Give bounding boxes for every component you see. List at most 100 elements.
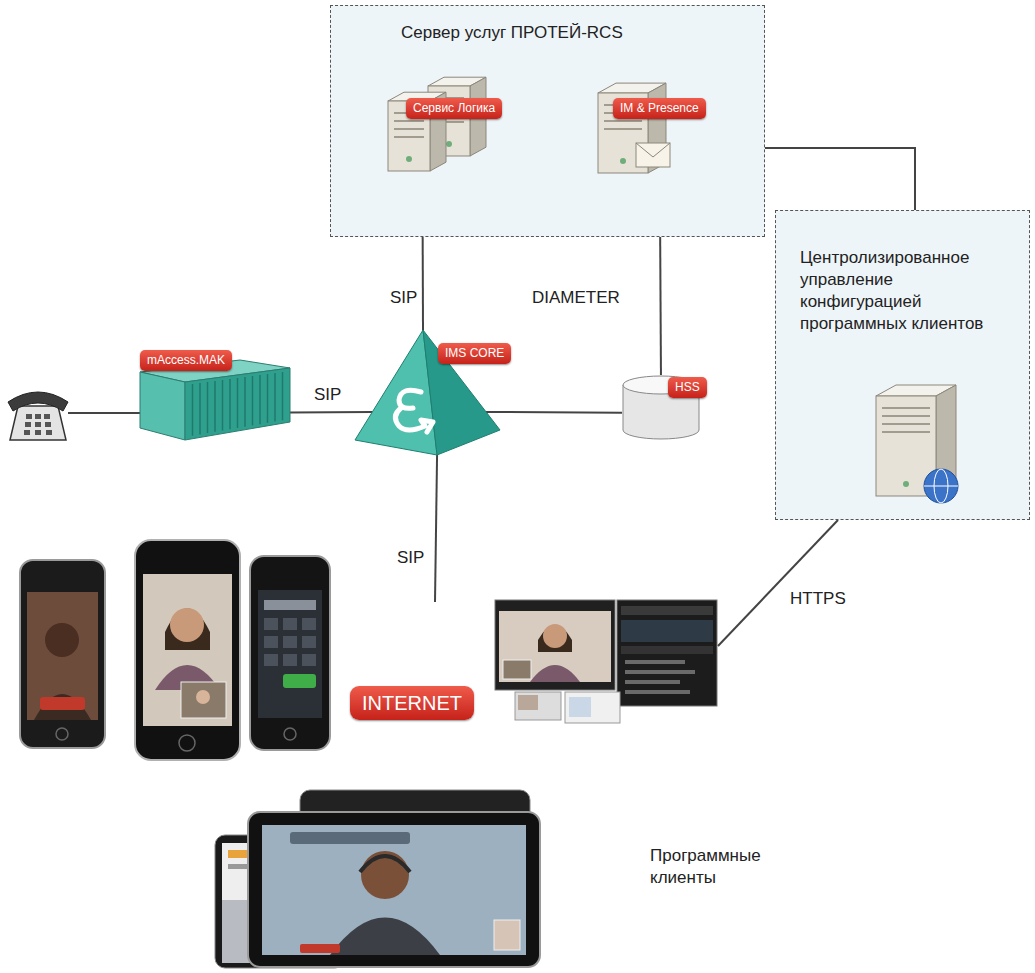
telephone-icon — [8, 392, 68, 411]
server-icon-shape — [620, 158, 626, 164]
telephone-icon — [10, 406, 66, 440]
server-icon-shape — [434, 105, 464, 107]
telephone-icon — [44, 414, 50, 419]
access-gateway-shape — [267, 374, 269, 423]
smartphone-illustration — [34, 694, 91, 720]
internet-cloud-shape — [157, 602, 713, 798]
desktop-client-illustration — [515, 692, 561, 720]
ims-core-shape — [395, 390, 433, 432]
label-holder: Программные клиенты — [650, 845, 785, 889]
server-icon-shape — [406, 156, 412, 162]
edge-label-holder: SIP — [312, 385, 343, 405]
internet-cloud: INTERNET — [155, 600, 715, 800]
access-gateway-shape — [185, 368, 290, 440]
desktop-client-illustration — [569, 697, 591, 717]
smartphone-illustration — [302, 618, 316, 630]
tablet-illustration — [494, 920, 520, 950]
server-icon: Сервис Логика — [366, 66, 501, 181]
tablet-illustration — [361, 851, 409, 899]
desktop-client-illustration — [625, 690, 690, 694]
server-icon-shape — [604, 104, 642, 106]
server-icon-shape — [636, 143, 670, 157]
note-label: Программные клиенты — [650, 845, 785, 889]
server-icon-shape — [394, 120, 424, 122]
access-gateway-shape — [252, 376, 254, 425]
hss-database-shape — [623, 376, 699, 394]
smartphone-illustration — [135, 540, 240, 760]
access-gateway-shape — [259, 375, 261, 424]
server-icon-shape — [636, 143, 670, 167]
smartphone-illustration — [264, 654, 278, 666]
access-gateway-shape — [199, 383, 201, 434]
telephone-icon — [35, 430, 41, 435]
telephone-icon — [35, 414, 41, 419]
desktop-client-illustration — [503, 660, 531, 679]
server-icon-shape — [604, 128, 642, 130]
tablet-illustration — [330, 918, 440, 956]
server-icon-shape — [598, 83, 670, 173]
server-icon-shape — [434, 97, 464, 99]
server-icon-shape — [604, 112, 642, 114]
panel-title: Центролизированное управление конфигурац… — [800, 247, 1000, 335]
server-icon-shape — [430, 92, 446, 171]
access-gateway-shape — [282, 372, 284, 420]
server-icon-shape — [394, 112, 424, 114]
tag-label: IMS CORE — [438, 343, 511, 364]
smartphone-illustration — [170, 608, 204, 642]
desktop-client-illustration — [625, 670, 695, 674]
desktop-client-illustration — [495, 600, 615, 690]
access-gateway-shape — [229, 379, 231, 429]
edge-label-holder: DIAMETER — [530, 288, 622, 308]
smartphone-illustration — [283, 636, 297, 648]
smartphone-illustration — [264, 618, 278, 630]
hss-database: HSS — [622, 375, 708, 440]
desktop-client-illustration — [621, 606, 713, 615]
smartphone-illustration — [40, 697, 85, 710]
smartphone-illustration — [196, 690, 210, 704]
connector-line — [290, 411, 372, 414]
tag-label: mAccess.MAK — [140, 350, 232, 371]
access-gateway-shape — [140, 360, 290, 440]
config-panel-shape — [882, 431, 930, 433]
tablet-illustration — [360, 856, 410, 872]
https-link-line — [718, 520, 838, 646]
telephone-icon — [24, 430, 30, 435]
access-gateway-shape — [214, 381, 216, 432]
tablet-illustration — [262, 825, 526, 955]
access-gateway-shape — [207, 382, 209, 433]
access-gateway-shape — [244, 377, 246, 427]
protocol-label: SIP — [312, 385, 343, 405]
smartphone-illustration — [302, 636, 316, 648]
server-icon-shape — [394, 128, 424, 130]
smartphone-illustration — [283, 618, 297, 630]
access-gateway-shape — [192, 384, 194, 436]
note-label: HTTPS — [790, 588, 846, 610]
smartphone-illustration — [179, 735, 195, 751]
smartphone-illustration — [45, 623, 79, 657]
ims-core: IMS CORE — [355, 330, 500, 455]
smartphone-illustration — [283, 674, 316, 688]
protocol-label: DIAMETER — [530, 288, 622, 308]
smartphone-illustration — [250, 556, 330, 750]
desktop-client-illustration — [499, 611, 611, 682]
smartphone-illustration — [264, 636, 278, 648]
smartphone-illustration — [165, 609, 210, 651]
smartphone-illustration — [283, 654, 297, 666]
connector-line — [422, 237, 424, 330]
tablet-illustration — [290, 832, 410, 844]
protocol-label: SIP — [388, 288, 419, 308]
server-icon-shape — [446, 141, 452, 147]
hss-database-shape — [623, 376, 699, 439]
server-icon-shape — [586, 71, 696, 181]
desktop-client-illustration — [621, 646, 713, 654]
server-icon-shape — [434, 113, 464, 115]
ims-core-shape — [423, 330, 500, 455]
tablet-illustration — [215, 790, 540, 968]
telephone-icon — [35, 422, 41, 427]
smartphone-illustration — [143, 574, 232, 726]
tag-label: INTERNET — [350, 686, 474, 720]
desktop-client-illustration — [530, 665, 580, 682]
edge-label-holder: SIP — [388, 288, 419, 308]
internet-cloud-shape — [157, 602, 713, 798]
